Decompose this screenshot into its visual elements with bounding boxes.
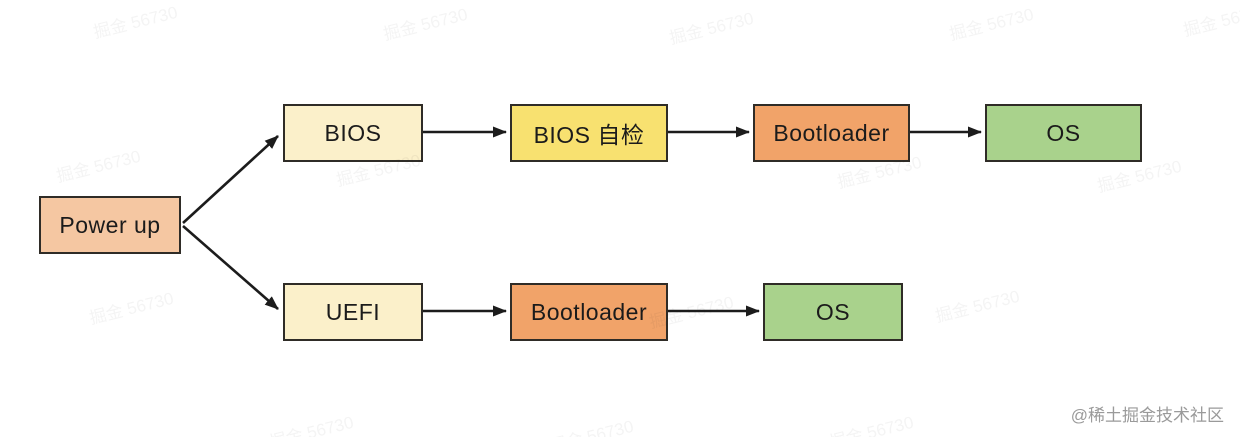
node-bios-self-test-label: BIOS 自检 bbox=[533, 122, 645, 148]
node-os-uefi-path: OS bbox=[763, 283, 903, 341]
node-power-up: Power up bbox=[39, 196, 181, 254]
node-uefi-label: UEFI bbox=[325, 298, 381, 325]
watermark-tile: 掘金 56730 bbox=[91, 2, 180, 43]
node-uefi: UEFI bbox=[283, 283, 423, 341]
watermark-tile: 掘金 56730 bbox=[547, 416, 636, 437]
watermark-tile: 掘金 56730 bbox=[667, 8, 756, 49]
watermark-tile: 掘金 56730 bbox=[87, 288, 176, 329]
node-bootloader-uefi-path: Bootloader bbox=[510, 283, 668, 341]
arrow-powerup-to-uefi bbox=[182, 225, 279, 310]
node-os-bios-path-label: OS bbox=[1046, 119, 1081, 146]
watermark-tile: 掘金 56730 bbox=[947, 4, 1036, 45]
node-bootloader-bios-path-label: Bootloader bbox=[773, 119, 890, 146]
node-os-bios-path: OS bbox=[985, 104, 1142, 162]
watermark-tile: 掘金 56730 bbox=[1181, 0, 1240, 41]
watermark-tile: 掘金 56730 bbox=[381, 4, 470, 45]
node-bios-label: BIOS bbox=[324, 119, 382, 146]
watermark-tile: 掘金 56730 bbox=[267, 412, 356, 437]
node-bios-self-test: BIOS 自检 bbox=[510, 104, 668, 162]
node-bootloader-uefi-path-label: Bootloader bbox=[530, 298, 648, 325]
arrow-powerup-to-bios bbox=[182, 135, 279, 224]
watermark-tile: 掘金 56730 bbox=[54, 146, 143, 187]
watermark-tile: 掘金 56730 bbox=[827, 412, 916, 437]
watermark-tile: 掘金 56730 bbox=[933, 286, 1022, 327]
node-bootloader-bios-path: Bootloader bbox=[753, 104, 910, 162]
node-os-uefi-path-label: OS bbox=[815, 298, 851, 325]
watermark-credit: @稀土掘金技术社区 bbox=[1070, 406, 1224, 425]
node-power-up-label: Power up bbox=[59, 211, 161, 238]
node-bios: BIOS bbox=[283, 104, 423, 162]
